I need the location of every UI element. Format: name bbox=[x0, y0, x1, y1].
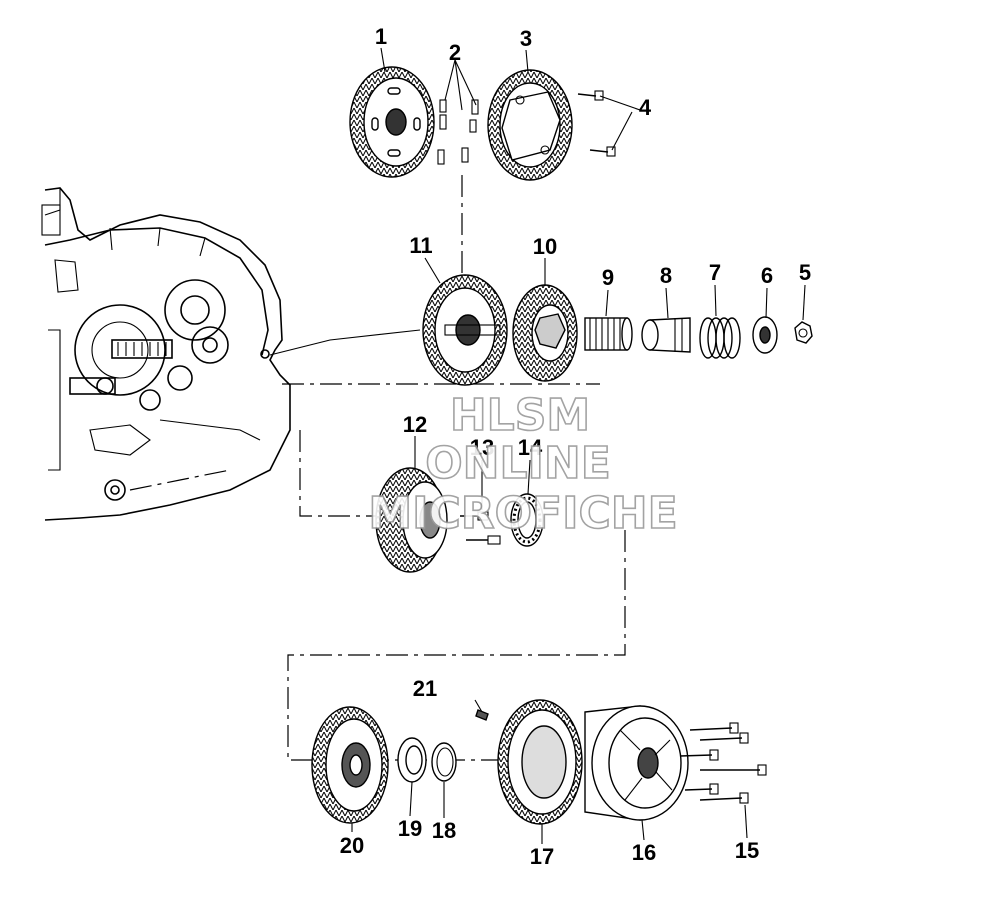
part-3-gear-plate bbox=[487, 69, 573, 181]
part-8-bushing bbox=[641, 317, 691, 353]
part-5-nut bbox=[794, 321, 813, 344]
callout-7: 7 bbox=[709, 260, 721, 285]
callout-17: 17 bbox=[530, 844, 554, 869]
callout-16: 16 bbox=[632, 840, 656, 865]
callout-4: 4 bbox=[639, 95, 652, 120]
callout-1: 1 bbox=[375, 24, 387, 49]
part-6-washer bbox=[752, 316, 778, 354]
part-21-key bbox=[475, 709, 489, 721]
watermark-line-2: ONLINE bbox=[425, 438, 611, 489]
callout-labels: 1 2 3 4 5 6 7 8 9 10 11 12 13 14 15 16 1… bbox=[340, 24, 811, 869]
callout-6: 6 bbox=[761, 263, 773, 288]
part-1-gear bbox=[349, 66, 435, 178]
part-13-fasteners bbox=[460, 511, 501, 545]
part-11-gear bbox=[422, 274, 508, 386]
leader-lines bbox=[129, 59, 641, 761]
callout-20: 20 bbox=[340, 833, 364, 858]
part-7-spring bbox=[699, 317, 741, 359]
callout-9: 9 bbox=[602, 265, 614, 290]
callout-10: 10 bbox=[533, 234, 557, 259]
part-9-sleeve bbox=[584, 317, 633, 351]
part-19-washer bbox=[397, 737, 427, 783]
callout-2: 2 bbox=[449, 40, 461, 65]
watermark-line-1: HLSM bbox=[450, 390, 590, 441]
callout-11: 11 bbox=[409, 233, 432, 258]
callout-18: 18 bbox=[432, 818, 456, 843]
part-20-gear bbox=[311, 706, 389, 824]
part-14-bearing bbox=[510, 493, 544, 547]
watermark: HLSM ONLINE MICROFICHE bbox=[368, 389, 679, 540]
part-12-gear bbox=[375, 467, 448, 573]
part-10-gear bbox=[512, 284, 578, 382]
engine-case-drawing bbox=[41, 187, 291, 521]
part-4-bolts bbox=[577, 90, 616, 157]
part-15-screws bbox=[679, 722, 767, 804]
part-16-rotor bbox=[584, 705, 689, 821]
watermark-line-3: MICROFICHE bbox=[368, 488, 677, 539]
callout-5: 5 bbox=[799, 260, 811, 285]
callout-13: 13 bbox=[470, 435, 494, 460]
part-2-pins bbox=[437, 99, 479, 165]
callout-8: 8 bbox=[660, 263, 672, 288]
callout-3: 3 bbox=[520, 26, 532, 51]
part-17-ring-gear bbox=[497, 699, 583, 825]
callout-15: 15 bbox=[735, 838, 759, 863]
callout-leaders bbox=[351, 47, 806, 844]
callout-12: 12 bbox=[403, 412, 427, 437]
callout-21: 21 bbox=[413, 676, 437, 701]
part-18-ring bbox=[431, 742, 457, 782]
callout-19: 19 bbox=[398, 816, 422, 841]
callout-14: 14 bbox=[518, 435, 543, 460]
